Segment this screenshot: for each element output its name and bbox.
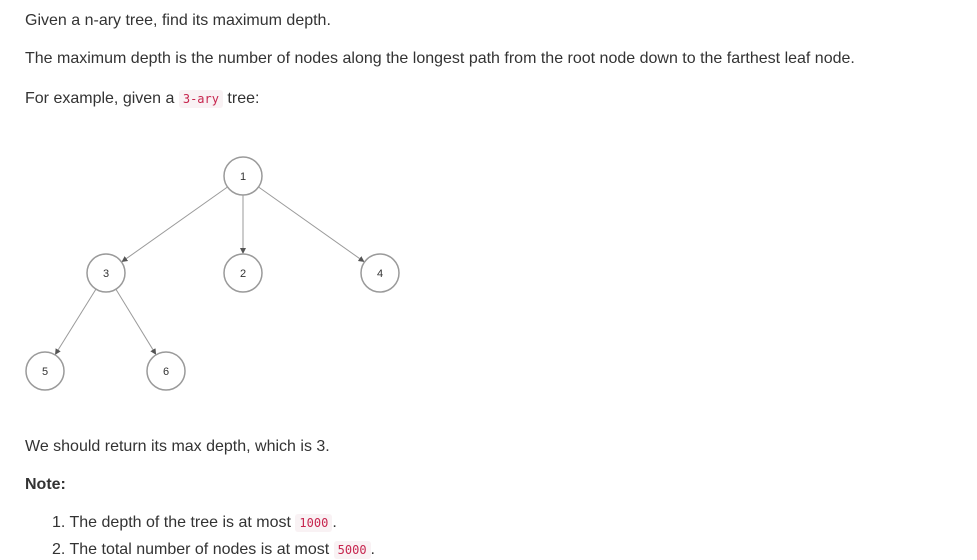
example-prefix: For example, given a (25, 90, 179, 107)
intro-line-1: Given a n-ary tree, find its maximum dep… (25, 12, 331, 29)
tree-node-1: 1 (223, 156, 263, 196)
tree-node-circle (223, 156, 263, 196)
tree-node-circle (25, 351, 65, 391)
note-item-code: 5000 (333, 541, 371, 559)
tree-node-3: 3 (86, 253, 126, 293)
note-item-number: 1. (52, 514, 66, 531)
tree-diagram: 1 3 2 4 5 6 (25, 156, 400, 391)
tree-edges (55, 186, 365, 355)
example-suffix: tree: (222, 90, 260, 107)
tree-node-circle (86, 253, 126, 293)
note-item-text: The total number of nodes is at most (69, 541, 334, 558)
note-item-2: 2. The total number of nodes is at most … (52, 540, 375, 560)
note-item-suffix: . (332, 514, 337, 531)
example-intro: For example, given a 3-ary tree: (25, 89, 259, 109)
tree-node-label: 3 (103, 268, 109, 280)
tree-node-label: 1 (240, 171, 246, 183)
tree-edge-3-6 (115, 288, 157, 355)
tree-node-circle (360, 253, 400, 293)
tree-node-label: 5 (42, 366, 48, 378)
tree-edge-3-5 (55, 288, 97, 355)
tree-node-4: 4 (360, 253, 400, 293)
example-code: 3-ary (178, 90, 223, 108)
note-item-code: 1000 (295, 514, 333, 532)
tree-node-label: 2 (240, 268, 246, 280)
intro-line-2: The maximum depth is the number of nodes… (25, 50, 855, 67)
note-item-suffix: . (370, 541, 375, 558)
tree-edge-1-3 (121, 186, 228, 263)
tree-edge-1-4 (258, 186, 365, 263)
tree-node-circle (146, 351, 186, 391)
note-item-text: The depth of the tree is at most (69, 514, 296, 531)
result-text: We should return its max depth, which is… (25, 438, 330, 455)
note-item-number: 2. (52, 541, 66, 558)
tree-node-circle (223, 253, 263, 293)
tree-node-5: 5 (25, 351, 65, 391)
tree-node-label: 4 (377, 268, 383, 280)
tree-node-label: 6 (163, 366, 169, 378)
tree-node-6: 6 (146, 351, 186, 391)
tree-nodes: 1 3 2 4 5 6 (25, 156, 400, 391)
tree-node-2: 2 (223, 253, 263, 293)
note-heading: Note: (25, 476, 66, 493)
note-item-1: 1. The depth of the tree is at most 1000… (52, 513, 337, 533)
